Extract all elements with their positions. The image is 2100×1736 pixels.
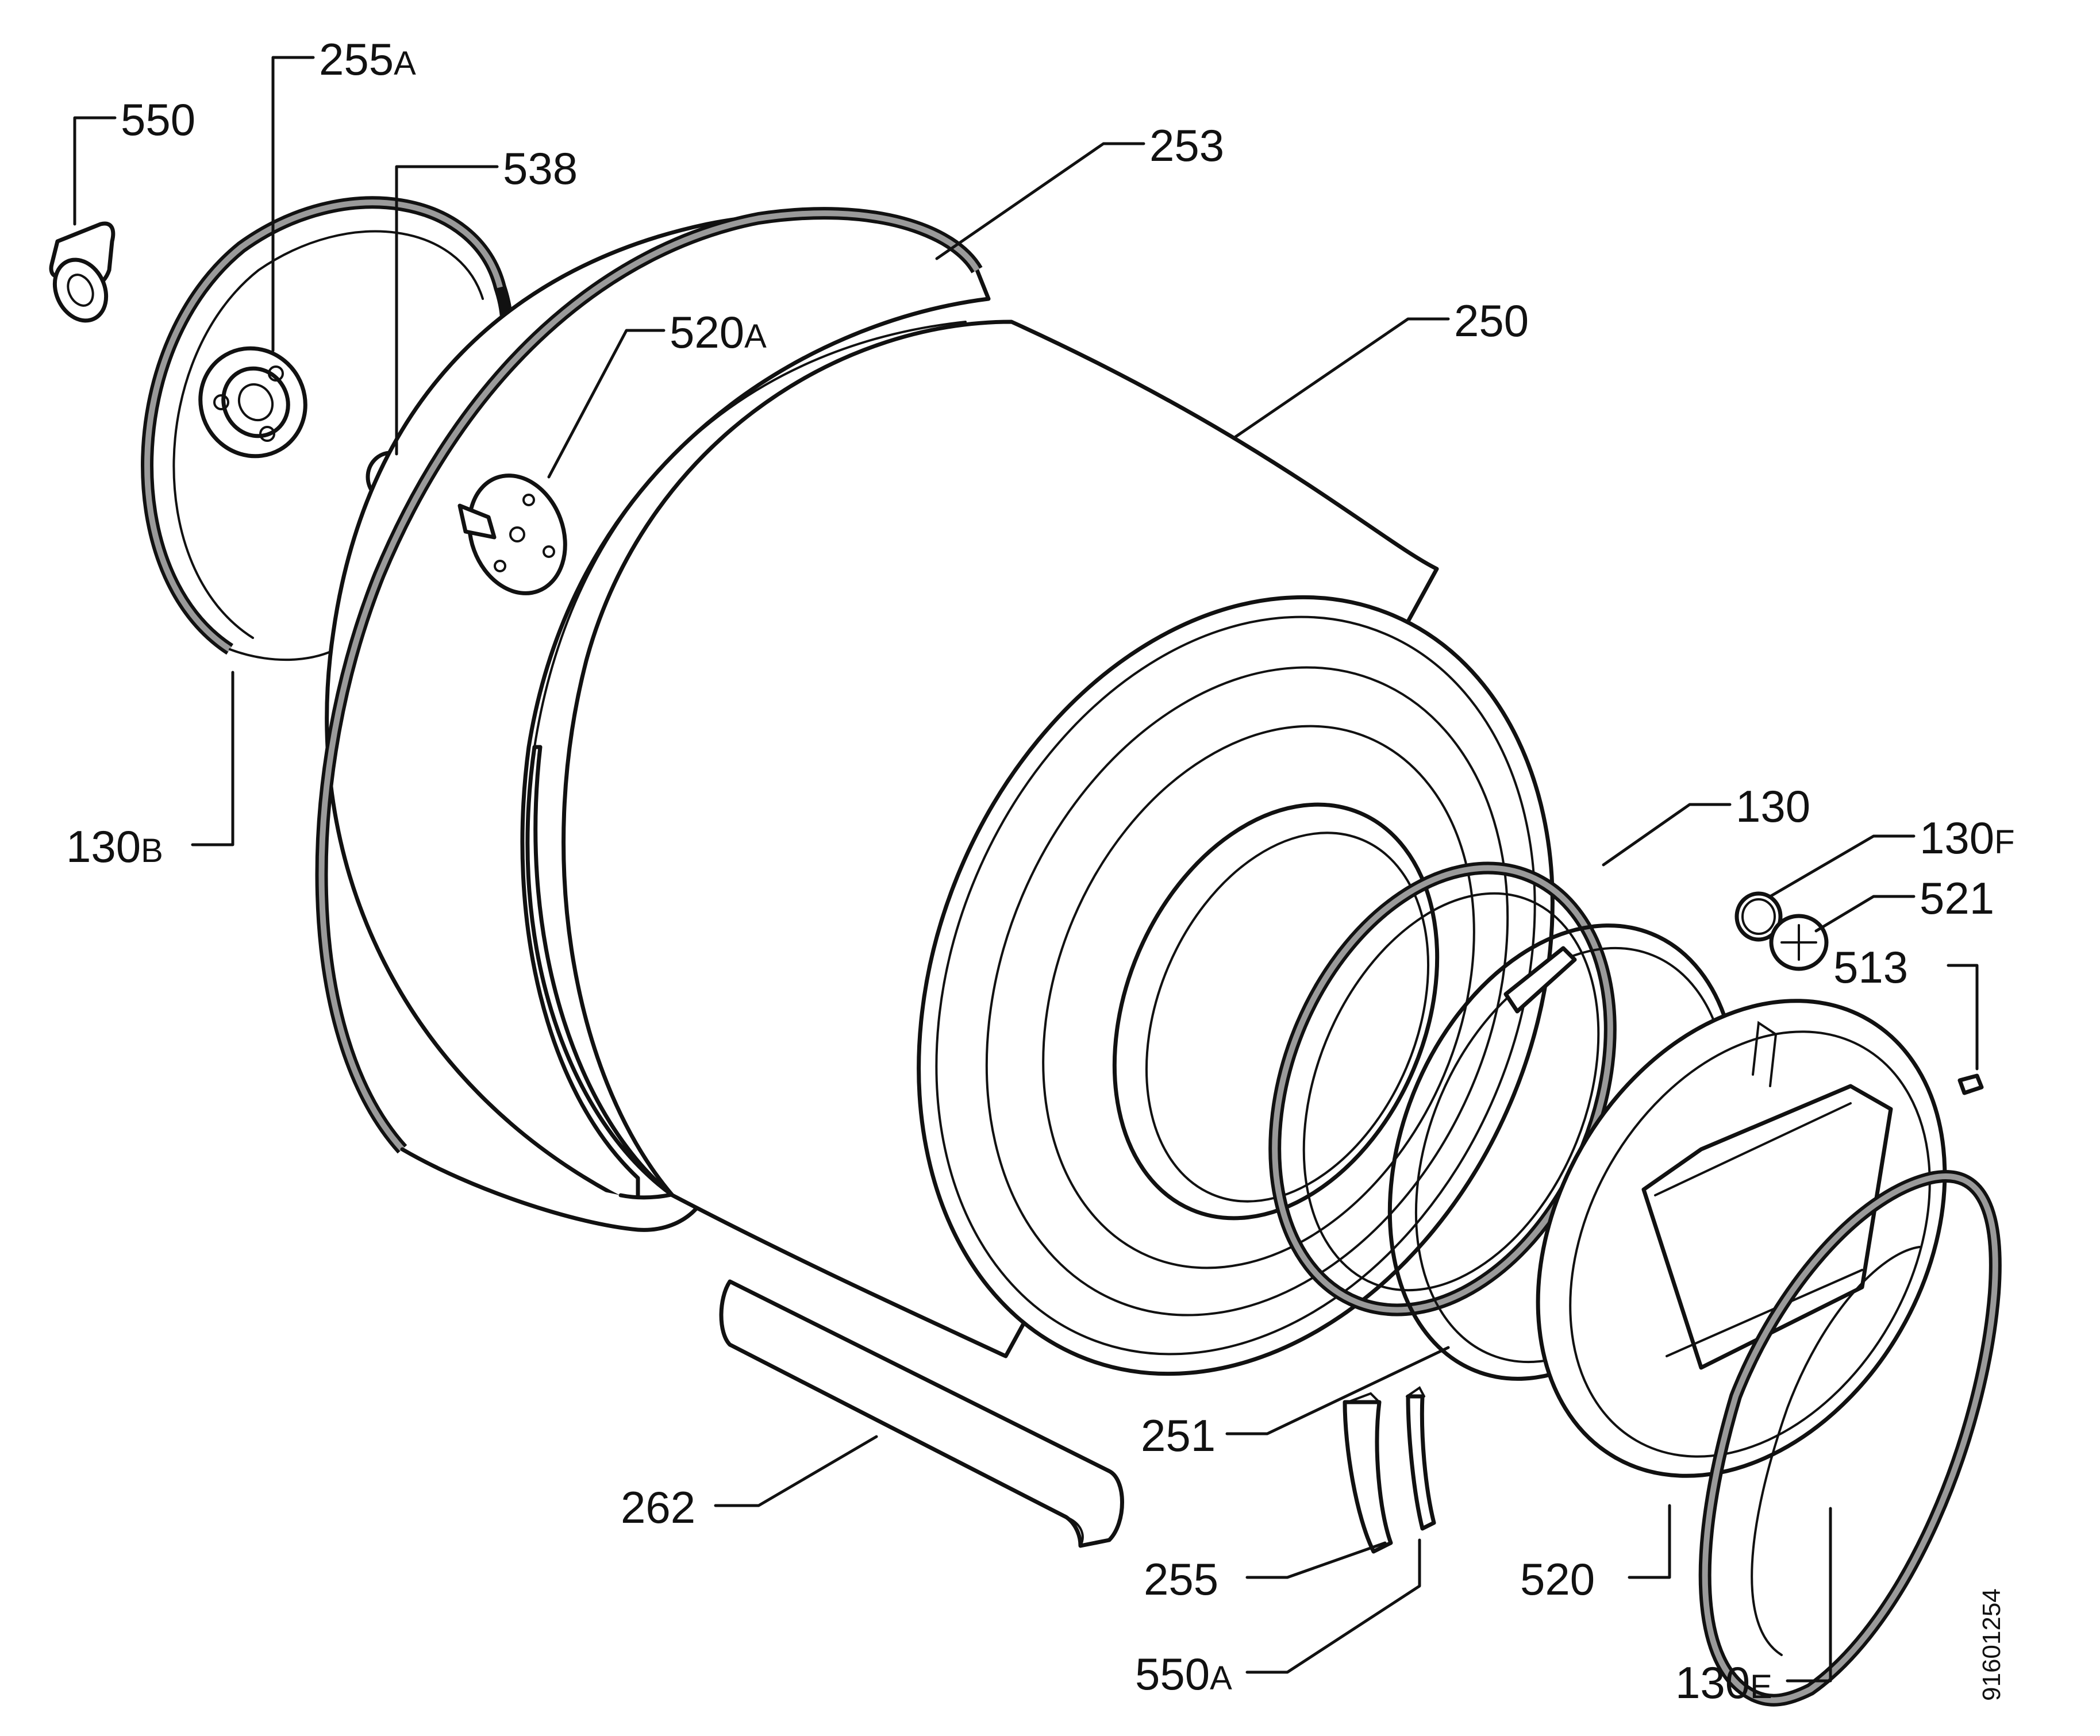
part-253-drum-shell: [315, 207, 991, 1232]
label-253: 253: [1149, 120, 1224, 171]
label-255a: 255A: [319, 34, 416, 84]
part-521-plug: [1769, 914, 1829, 971]
part-550a-clip: [1406, 1386, 1436, 1531]
document-number: 91601254: [1978, 1588, 2006, 1701]
label-130f: 130F: [1920, 813, 2015, 863]
label-538: 538: [503, 143, 578, 194]
label-550: 550: [121, 94, 195, 145]
part-130b-rear-gasket: [141, 196, 513, 661]
label-255: 255: [1144, 1554, 1218, 1604]
part-130e-door-seal: [1698, 1169, 2002, 1707]
label-130: 130: [1736, 781, 1810, 832]
label-520: 520: [1520, 1554, 1595, 1604]
label-130e: 130E: [1675, 1657, 1772, 1708]
part-255a-bearing: [198, 346, 307, 459]
label-520a: 520A: [670, 307, 767, 357]
part-250-drum-front: [917, 595, 1555, 1376]
label-250: 250: [1454, 295, 1529, 346]
part-labels: 550 255A 538 253 520A 250 130B 130 130F …: [66, 34, 2015, 1708]
label-262: 262: [621, 1482, 695, 1533]
label-130b: 130B: [66, 821, 163, 872]
part-550-clip: [49, 221, 116, 323]
part-520a-flange: [457, 474, 567, 595]
label-513: 513: [1833, 942, 1908, 992]
part-262-baffle: [719, 1279, 1124, 1548]
leader-lines: [73, 56, 1979, 1683]
part-513-stop: [1957, 1073, 1984, 1095]
part-520-front-housing: [1536, 999, 1947, 1478]
label-251: 251: [1141, 1410, 1216, 1461]
part-130f-o-ring: [1734, 891, 1783, 942]
part-255-clip: [1343, 1392, 1393, 1554]
label-521: 521: [1920, 873, 1994, 923]
label-550a: 550A: [1135, 1649, 1232, 1699]
